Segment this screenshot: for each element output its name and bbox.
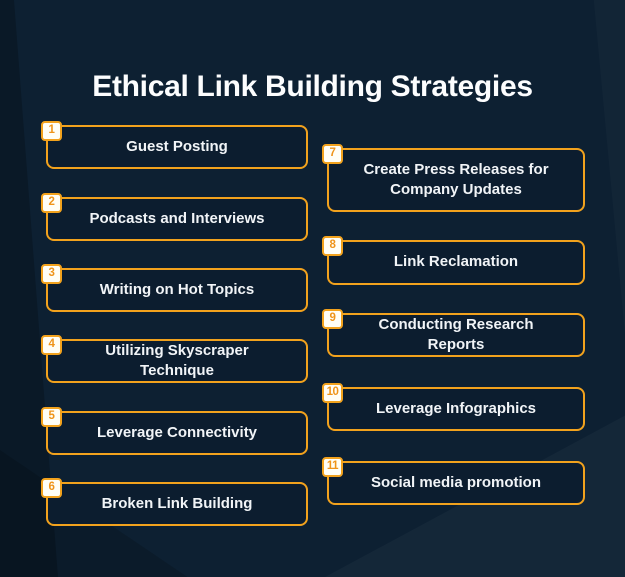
- strategy-number-badge: 9: [322, 309, 343, 329]
- strategy-item-2: 2 Podcasts and Interviews: [41, 193, 308, 241]
- strategy-label: Broken Link Building: [101, 494, 253, 512]
- strategy-label: Guest Posting: [126, 137, 228, 155]
- strategy-number-badge: 5: [41, 407, 62, 427]
- strategy-number-badge: 1: [41, 121, 62, 141]
- strategy-label: Link Reclamation: [393, 253, 519, 271]
- strategy-item-6: 6 Broken Link Building: [41, 478, 308, 526]
- strategy-item-7: 7 Create Press Releases for Company Upda…: [322, 144, 585, 212]
- strategy-label: Create Press Releases for Company Update…: [363, 160, 549, 198]
- strategy-item-3: 3 Writing on Hot Topics: [41, 264, 308, 312]
- strategy-number-badge: 2: [41, 193, 62, 213]
- strategy-label: Conducting Research Reports: [378, 315, 534, 353]
- strategy-number-badge: 8: [322, 236, 343, 256]
- strategy-item-1: 1 Guest Posting: [41, 121, 308, 169]
- strategy-label: Utilizing Skyscraper Technique: [105, 341, 249, 379]
- page-title: Ethical Link Building Strategies: [92, 70, 533, 104]
- strategy-item-8: 8 Link Reclamation: [322, 236, 585, 285]
- strategy-number-badge: 3: [41, 264, 62, 284]
- strategy-label: Podcasts and Interviews: [89, 209, 265, 227]
- strategy-item-9: 9 Conducting Research Reports: [322, 309, 585, 357]
- strategy-number-badge: 11: [322, 457, 343, 477]
- strategy-label: Leverage Infographics: [375, 399, 537, 417]
- strategy-label: Leverage Connectivity: [96, 423, 258, 441]
- strategy-number-badge: 7: [322, 144, 343, 164]
- strategy-item-4: 4 Utilizing Skyscraper Technique: [41, 335, 308, 383]
- strategy-item-10: 10 Leverage Infographics: [322, 383, 585, 431]
- strategy-number-badge: 6: [41, 478, 62, 498]
- strategy-item-11: 11 Social media promotion: [322, 457, 585, 505]
- strategy-label: Writing on Hot Topics: [99, 280, 255, 298]
- strategy-label: Social media promotion: [370, 473, 542, 491]
- strategy-number-badge: 10: [322, 383, 343, 403]
- strategy-item-5: 5 Leverage Connectivity: [41, 407, 308, 455]
- strategy-number-badge: 4: [41, 335, 62, 355]
